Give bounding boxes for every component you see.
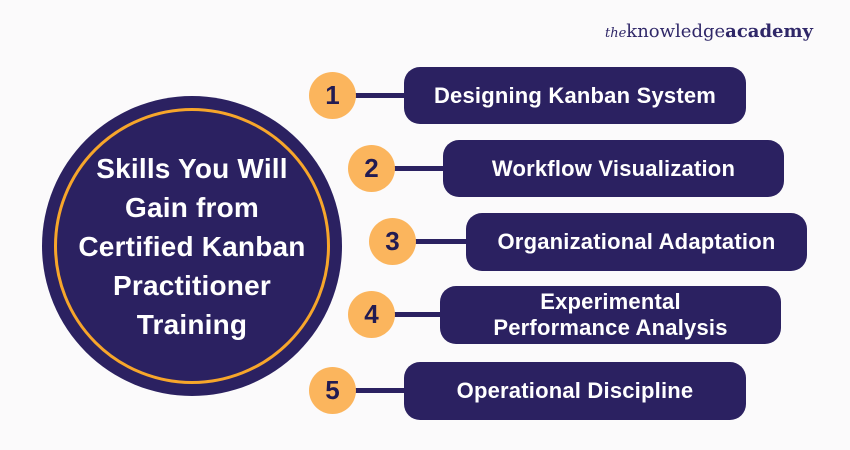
connector-line-3 (393, 239, 470, 244)
step-number-4: 4 (364, 299, 379, 329)
step-number-5: 5 (325, 375, 340, 405)
skill-label-5: Operational Discipline (456, 378, 694, 403)
logo-academy: academy (725, 21, 813, 42)
step-badge-3: 3 (369, 218, 416, 265)
skill-bar-2: Workflow Visualization (443, 140, 784, 197)
skill-label-4: Experimental Performance Analysis (493, 289, 728, 340)
step-badge-5: 5 (309, 367, 356, 414)
step-number-1: 1 (325, 80, 340, 110)
skill-bar-4: Experimental Performance Analysis (440, 286, 781, 344)
skill-label-2: Workflow Visualization (491, 155, 736, 181)
step-number-2: 2 (364, 153, 379, 183)
title-circle: Skills You Will Gain from Certified Kanb… (42, 96, 342, 396)
logo-the: the (605, 26, 627, 41)
skill-bar-3: Organizational Adaptation (466, 213, 807, 271)
title-circle-ring (54, 108, 330, 384)
skill-bar-5: Operational Discipline (404, 362, 746, 420)
connector-line-5 (333, 388, 408, 393)
page-title: Skills You Will Gain from Certified Kanb… (78, 152, 306, 340)
connector-line-2 (372, 166, 447, 171)
step-badge-4: 4 (348, 291, 395, 338)
logo-knowledge: knowledge (626, 21, 726, 42)
skill-label-1: Designing Kanban System (433, 82, 717, 108)
knowledge-academy-logo: theknowledgeacademy (605, 21, 813, 42)
connector-line-1 (333, 93, 408, 98)
step-badge-2: 2 (348, 145, 395, 192)
step-badge-1: 1 (309, 72, 356, 119)
skill-label-3: Organizational Adaptation (497, 229, 776, 254)
step-number-3: 3 (385, 226, 400, 256)
skill-bar-1: Designing Kanban System (404, 67, 746, 124)
connector-line-4 (372, 312, 444, 317)
